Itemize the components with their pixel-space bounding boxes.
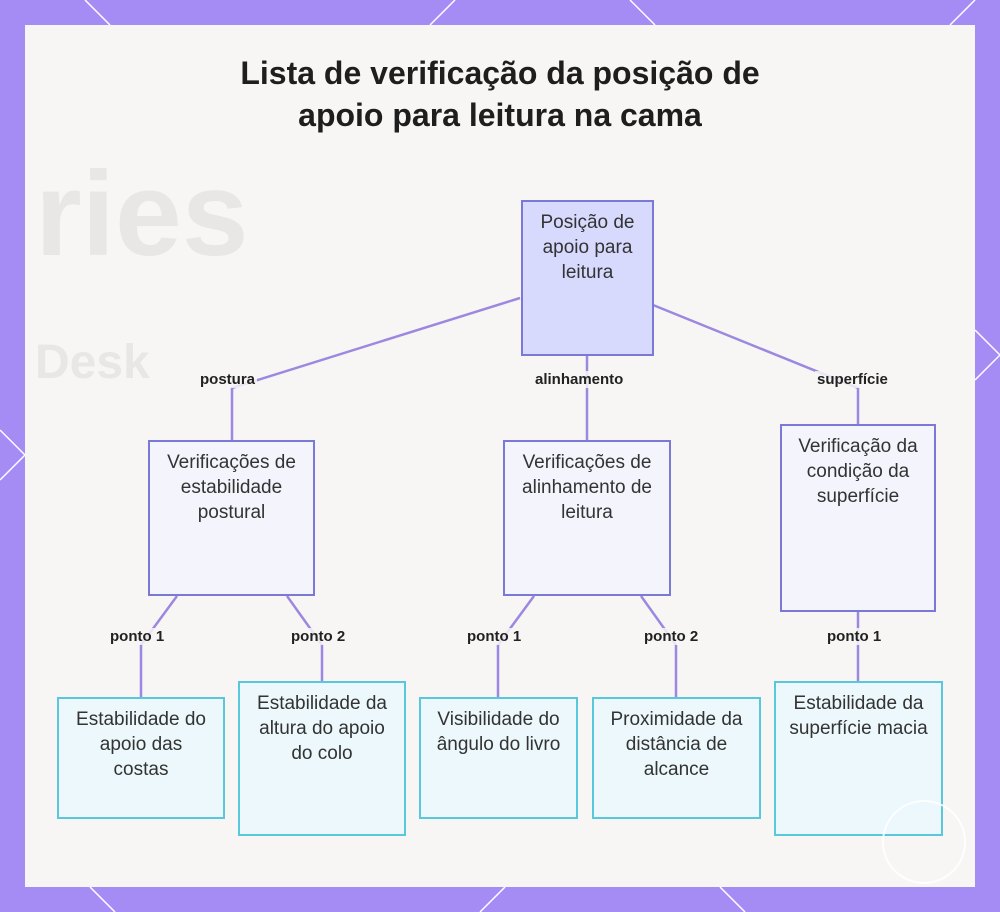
leaf-livro-text: Visibilidade do ângulo do livro	[436, 709, 561, 755]
background-ghost-text-2: Desk	[35, 336, 150, 389]
edge-label-superficie: superfície	[815, 371, 890, 388]
title-line-2: apoio para leitura na cama	[298, 97, 702, 133]
title-line-1: Lista de verificação da posição de	[240, 55, 760, 91]
node-leaf-lap-support: Estabilidade da altura do apoio do colo	[238, 681, 406, 836]
edge-label-ponto2-postural: ponto 2	[289, 628, 348, 645]
node-superficie-text: Verificação da condição da superfície	[798, 436, 918, 507]
edge-label-alinhamento: alinhamento	[533, 371, 626, 388]
node-alinhamento-text: Verificações de alinhamento de leitura	[522, 452, 652, 523]
node-root-text: Posição de apoio para leitura	[540, 212, 635, 283]
diagram-title: Lista de verificação da posição de apoio…	[150, 52, 850, 136]
watermark-badge-icon	[882, 800, 966, 884]
node-leaf-back-support: Estabilidade do apoio das costas	[57, 697, 225, 819]
edge-root-postural	[230, 296, 521, 440]
edge-alinhamento-alcance	[639, 595, 678, 697]
edge-label-postura: postura	[198, 371, 258, 388]
node-alignment-checks: Verificações de alinhamento de leitura	[503, 440, 671, 596]
edge-root-superficie	[652, 303, 860, 424]
leaf-alcance-text: Proximidade da distância de alcance	[610, 709, 743, 780]
edge-postural-colo	[285, 595, 324, 681]
edge-label-ponto2-alinhamento: ponto 2	[642, 628, 701, 645]
background-ghost-text: ries	[35, 147, 249, 281]
edge-label-ponto1-alinhamento: ponto 1	[465, 628, 524, 645]
node-leaf-reach-distance: Proximidade da distância de alcance	[592, 697, 761, 819]
edge-label-ponto1-postural: ponto 1	[108, 628, 167, 645]
edge-alinhamento-livro	[496, 595, 536, 697]
edge-label-ponto1-superficie: ponto 1	[825, 628, 884, 645]
node-leaf-book-angle: Visibilidade do ângulo do livro	[419, 697, 578, 819]
leaf-colo-text: Estabilidade da altura do apoio do colo	[257, 693, 387, 764]
leaf-macia-text: Estabilidade da superfície macia	[789, 693, 928, 739]
leaf-costas-text: Estabilidade do apoio das costas	[76, 709, 206, 780]
node-root: Posição de apoio para leitura	[521, 200, 654, 356]
edge-postural-costas	[139, 595, 179, 697]
node-postural-text: Verificações de estabilidade postural	[167, 452, 296, 523]
node-surface-check: Verificação da condição da superfície	[780, 424, 936, 612]
node-postural-checks: Verificações de estabilidade postural	[148, 440, 315, 596]
